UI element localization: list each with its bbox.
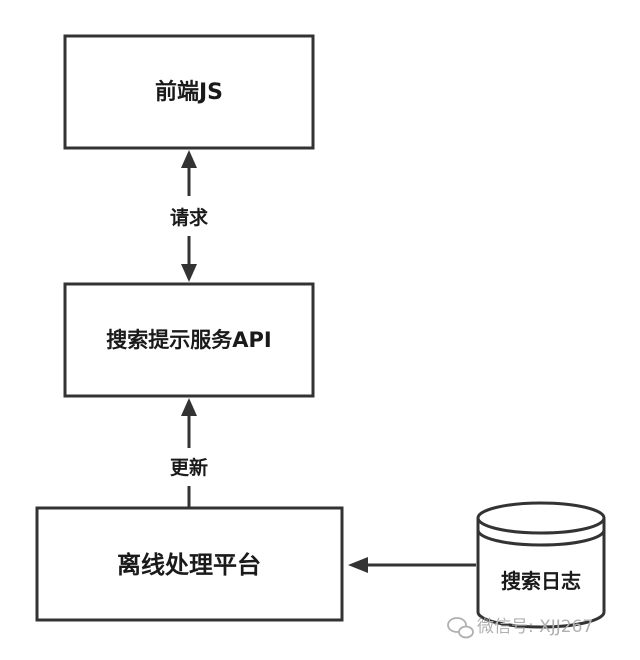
node-search-api: 搜索提示服务API: [63, 282, 315, 398]
wechat-icon: [447, 617, 474, 639]
edge-update: 更新: [170, 398, 208, 508]
node-search-logs: 搜索日志: [476, 501, 606, 629]
search-api-label: 搜索提示服务API: [106, 328, 271, 352]
watermark: 微信号: XJJ267: [447, 617, 593, 639]
logs-arrowhead: [348, 557, 368, 573]
edge-request: 请求: [170, 150, 209, 282]
update-arrowhead: [181, 398, 197, 416]
edge-logs-to-offline: [348, 557, 476, 573]
node-frontend-js: 前端JS: [63, 34, 315, 150]
offline-platform-label: 离线处理平台: [117, 551, 261, 579]
frontend-js-label: 前端JS: [155, 79, 223, 105]
node-offline-platform: 离线处理平台: [35, 506, 344, 622]
update-label: 更新: [170, 456, 208, 479]
request-label: 请求: [170, 206, 209, 229]
cylinder-top: [476, 501, 606, 535]
watermark-text: 微信号: XJJ267: [477, 617, 593, 637]
request-arrowhead-down: [181, 264, 197, 282]
request-arrowhead-up: [181, 150, 197, 168]
cylinder-body: [476, 518, 606, 629]
search-logs-label: 搜索日志: [501, 569, 581, 593]
cylinder-ring: [476, 529, 606, 547]
